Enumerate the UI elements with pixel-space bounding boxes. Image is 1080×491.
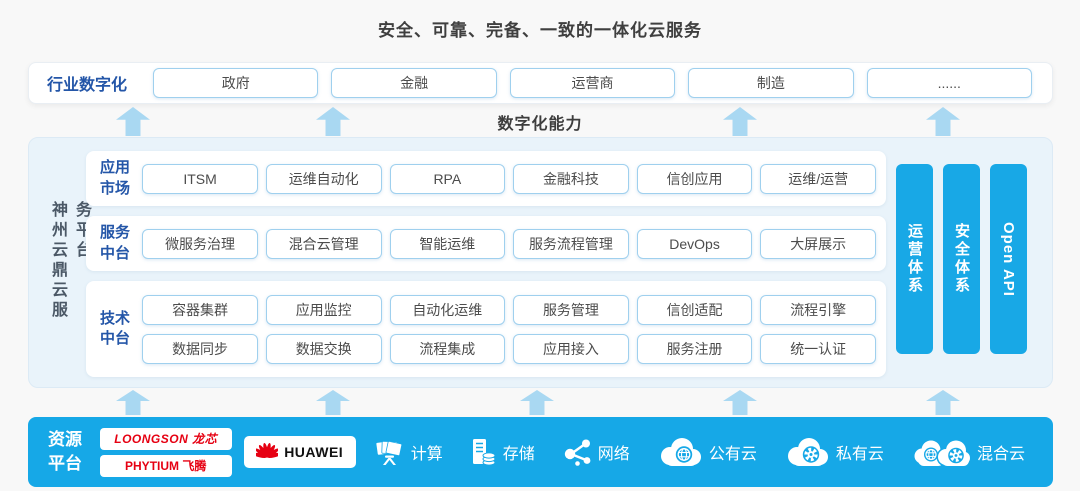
- capability-chip: 金融科技: [513, 163, 629, 194]
- up-arrow-icon: [926, 390, 960, 415]
- capability-chip: DevOps: [636, 228, 753, 259]
- resource-platform-bar: 资源平台 LOONGSON 龙芯 PHYTIUM 飞腾: [28, 417, 1053, 487]
- capability-chip: 大屏展示: [760, 228, 876, 259]
- resource-platform-label: 资源平台: [48, 430, 82, 473]
- capability-chip: 服务注册: [636, 333, 753, 364]
- section-app-market: 应用市场 ITSM 运维自动化 RPA 金融科技 信创应用 运维/运营: [86, 151, 886, 206]
- capability-chip: 数据交换: [265, 333, 382, 364]
- resource-item-private-cloud: 私有云: [785, 437, 884, 467]
- up-arrow-icon: [723, 390, 757, 415]
- capability-chip: 智能运维: [389, 228, 506, 259]
- industry-items: 政府 金融 运营商 制造 ......: [153, 68, 1032, 98]
- loongson-logo-text: LOONGSON 龙芯: [114, 432, 218, 446]
- capability-chip: 服务管理: [513, 294, 629, 325]
- section-chips: 容器集群 应用监控 自动化运维 服务管理 信创适配 流程引擎 数据同步 数据交换…: [142, 294, 876, 364]
- vertical-bar-open-api: Open API: [990, 164, 1027, 354]
- industry-item-government: 政府: [153, 68, 319, 98]
- loongson-logo: LOONGSON 龙芯: [99, 427, 232, 450]
- section-tech-platform: 技术中台 容器集群 应用监控 自动化运维 服务管理 信创适配 流程引擎 数据同步…: [86, 281, 886, 377]
- resource-item-label: 混合云: [976, 446, 1025, 463]
- public-cloud-icon: [660, 438, 701, 466]
- capability-chip: 应用接入: [513, 333, 629, 364]
- vertical-bar-label: 安全体系: [953, 223, 970, 295]
- capability-chip: 信创应用: [636, 163, 753, 194]
- section-label: 服务中台: [100, 224, 131, 262]
- vertical-bar-label: 运营体系: [906, 223, 923, 295]
- section-chips: ITSM 运维自动化 RPA 金融科技 信创应用 运维/运营: [142, 163, 876, 194]
- capability-chip: 应用监控: [265, 294, 382, 325]
- resource-item-compute: 计算: [376, 439, 443, 465]
- resource-item-label: 私有云: [835, 446, 884, 463]
- capability-chip: 数据同步: [142, 333, 258, 364]
- storage-icon: [472, 439, 496, 466]
- up-arrow-icon: [520, 390, 554, 415]
- phytium-logo: PHYTIUM 飞腾: [99, 454, 232, 477]
- chip-row: 容器集群 应用监控 自动化运维 服务管理 信创适配 流程引擎: [142, 294, 876, 325]
- capability-chip: 容器集群: [142, 294, 258, 325]
- phytium-logo-text: PHYTIUM 飞腾: [125, 459, 207, 473]
- vertical-bar-label: Open API: [1000, 221, 1017, 297]
- platform-side-label: 神州云鼎云服务平台: [49, 200, 90, 321]
- resource-item-label: 存储: [502, 446, 535, 463]
- industry-row-label: 行业数字化: [47, 77, 128, 94]
- huawei-flower-icon: [256, 443, 279, 458]
- digital-capability-label: 数字化能力: [497, 116, 583, 133]
- resource-item-storage: 存储: [471, 438, 535, 466]
- chip-row: 微服务治理 混合云管理 智能运维 服务流程管理 DevOps 大屏展示: [142, 228, 876, 259]
- industry-digitalization-row: 行业数字化 政府 金融 运营商 制造 ......: [28, 62, 1053, 104]
- section-label: 技术中台: [100, 309, 131, 347]
- page-title: 安全、可靠、完备、一致的一体化云服务: [378, 21, 702, 40]
- up-arrow-icon: [316, 390, 350, 415]
- up-arrow-icon: [116, 390, 150, 415]
- industry-item-manufacturing: 制造: [688, 68, 854, 98]
- resource-item-label: 网络: [597, 446, 630, 463]
- capability-chip: 微服务治理: [142, 228, 258, 259]
- huawei-logo-text: HUAWEI: [284, 444, 344, 460]
- compute-icon: [376, 440, 402, 465]
- capability-chip: 统一认证: [760, 333, 876, 364]
- capability-chip: 运维自动化: [265, 163, 382, 194]
- section-label: 应用市场: [100, 159, 131, 197]
- resource-item-public-cloud: 公有云: [658, 437, 757, 467]
- private-cloud-icon: [787, 438, 828, 466]
- capability-chip: ITSM: [142, 163, 258, 194]
- capability-chip: 流程集成: [389, 333, 506, 364]
- vertical-bar-security-system: 安全体系: [943, 164, 980, 354]
- resource-items: 计算 存储: [362, 437, 1039, 467]
- resource-item-label: 计算: [410, 446, 443, 463]
- section-service-platform: 服务中台 微服务治理 混合云管理 智能运维 服务流程管理 DevOps 大屏展示: [86, 216, 886, 271]
- capability-chip: 流程引擎: [760, 294, 876, 325]
- capability-chip: RPA: [389, 163, 506, 194]
- industry-item-operator: 运营商: [509, 68, 676, 98]
- resource-item-network: 网络: [563, 438, 630, 466]
- industry-item-more: ......: [866, 68, 1032, 98]
- resource-item-label: 公有云: [708, 446, 757, 463]
- capability-chip: 混合云管理: [265, 228, 382, 259]
- resource-item-hybrid-cloud: 混合云: [912, 437, 1025, 467]
- vertical-bar-operations-system: 运营体系: [896, 164, 933, 354]
- section-chips: 微服务治理 混合云管理 智能运维 服务流程管理 DevOps 大屏展示: [142, 228, 876, 259]
- network-icon: [564, 439, 591, 466]
- capability-chip: 服务流程管理: [513, 228, 629, 259]
- capability-chip: 信创适配: [636, 294, 753, 325]
- chip-vendors: LOONGSON 龙芯 PHYTIUM 飞腾: [99, 427, 232, 477]
- hybrid-cloud-icon: [914, 439, 970, 467]
- cloud-platform-container: 神州云鼎云服务平台 应用市场 ITSM 运维自动化 RPA 金融科技 信创应用 …: [28, 137, 1053, 388]
- chip-row: ITSM 运维自动化 RPA 金融科技 信创应用 运维/运营: [142, 163, 876, 194]
- capability-chip: 运维/运营: [760, 163, 876, 194]
- capability-chip: 自动化运维: [389, 294, 506, 325]
- huawei-logo: HUAWEI: [243, 436, 356, 468]
- industry-item-finance: 金融: [331, 68, 497, 98]
- chip-row: 数据同步 数据交换 流程集成 应用接入 服务注册 统一认证: [142, 333, 876, 364]
